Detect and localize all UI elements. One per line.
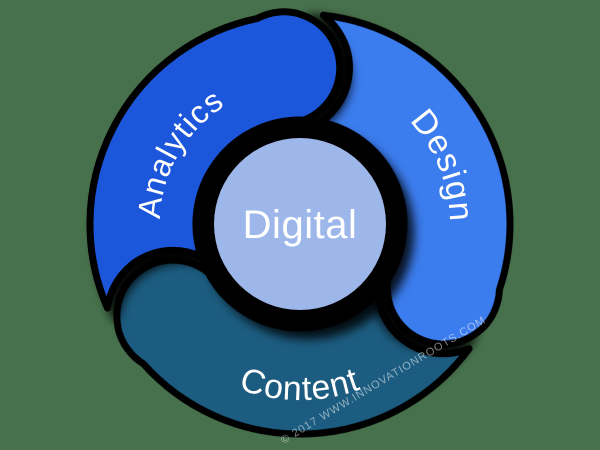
center-label: Digital bbox=[243, 203, 358, 247]
center-circle bbox=[214, 138, 386, 310]
